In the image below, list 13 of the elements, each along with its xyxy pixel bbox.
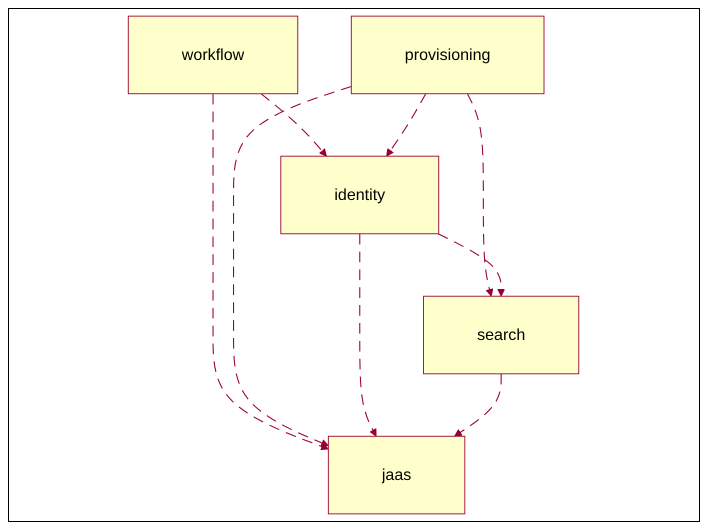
node-box: workflow (128, 16, 299, 94)
arrow (438, 233, 506, 297)
arrow (467, 94, 494, 297)
arrow (261, 93, 328, 157)
arrow (454, 374, 502, 437)
node-box: identity (280, 156, 440, 234)
node-box: search (424, 296, 580, 374)
node-box: provisioning (351, 16, 545, 94)
arrow (233, 86, 352, 447)
arrow (360, 234, 377, 437)
node-box: jaas (328, 436, 466, 514)
arrow (212, 94, 330, 450)
arrow (386, 93, 427, 157)
